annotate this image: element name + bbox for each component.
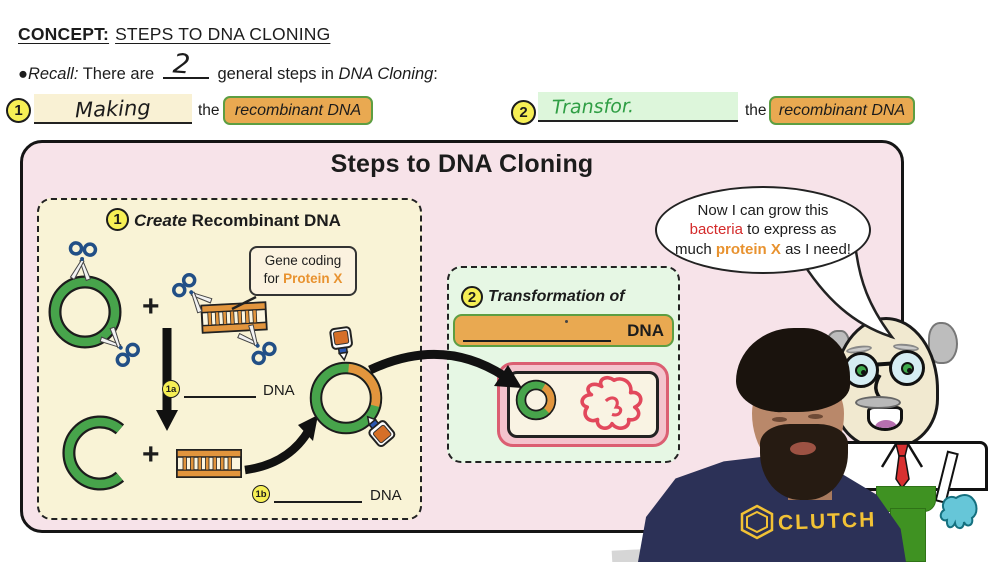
scissors-icon (66, 240, 98, 283)
arrow-down-icon (156, 328, 178, 431)
scientist-eye-left (855, 364, 868, 377)
stray-pen-dot (565, 320, 568, 323)
create-panel-heading: Create Recombinant DNA (134, 211, 341, 231)
plus-sign: + (142, 290, 160, 323)
recall-before: There are (82, 65, 155, 83)
presenter-beard (760, 424, 848, 500)
transformation-heading: Transformation of (488, 288, 625, 305)
recall-after: general steps in (217, 65, 334, 83)
fill-step-2: 2 Transfor. the recombinant DNA (511, 92, 921, 128)
bubble-line1: Now I can grow this (697, 201, 829, 219)
create-word: Create (134, 211, 187, 230)
label-1b-badge: 1b (252, 485, 270, 503)
label-1a-blank (184, 380, 256, 398)
scientist-mouth (867, 406, 903, 431)
recall-line: ●Recall: There are 2 general steps in DN… (18, 48, 438, 84)
glue-bottle-icon (328, 325, 356, 363)
step-2-recombinant-tag: recombinant DNA (769, 96, 915, 125)
scientist-pants (876, 486, 936, 512)
scientist-glove-hand (939, 494, 978, 530)
scientist-glasses-right (889, 350, 925, 386)
transformation-badge: 2 (461, 286, 483, 308)
step-1-recombinant-tag: recombinant DNA (223, 96, 373, 125)
bubble-line2: bacteria to express as (689, 221, 837, 239)
step-1-blank: Making (34, 94, 192, 124)
step-1-handwriting: Making (74, 95, 152, 123)
panel-title: Steps to DNA Cloning (330, 150, 594, 178)
label-1b-blank (274, 485, 362, 503)
concept-title: STEPS TO DNA CLONING (115, 24, 331, 44)
concept-heading: CONCEPT:STEPS TO DNA CLONING (18, 24, 330, 45)
plus-sign: + (142, 438, 160, 471)
chromosome-icon (580, 375, 643, 430)
step-2-badge: 2 (511, 100, 536, 125)
recall-topic: DNA Cloning (338, 65, 434, 83)
concept-label: CONCEPT: (18, 24, 110, 44)
fill-step-1: 1 Making the recombinant DNA (6, 94, 386, 128)
dna-fragment-icon (176, 449, 242, 478)
scientist-mustache (855, 396, 901, 409)
presenter-person: CLUTCH (638, 328, 908, 562)
presenter-eye-left (772, 417, 787, 422)
step-1-badge: 1 (6, 98, 31, 123)
scientist-eye-right (901, 362, 914, 375)
cell-plasmid-icon (515, 379, 557, 421)
speech-bubble-tail (795, 249, 896, 340)
transformation-arrow-icon (368, 349, 522, 388)
presenter-hair (736, 328, 850, 412)
coat-lapels-and-tie (880, 443, 924, 490)
bullet: ● (18, 65, 28, 83)
recall-blank: 2 (162, 48, 209, 81)
scientist-character (818, 310, 1000, 562)
presenter-eye-right (808, 414, 823, 419)
protein-x-word: protein X (715, 240, 781, 258)
plasmid-icon (48, 275, 122, 349)
recombinant-plasmid-icon (309, 361, 383, 435)
label-1a-dna: DNA (263, 382, 295, 399)
scientist-hair-right (928, 322, 958, 364)
clutch-logo-hexagon-icon (740, 504, 774, 540)
gene-callout: Gene coding for Protein X (249, 246, 357, 296)
transformation-dna: DNA (627, 321, 664, 340)
create-rest: Recombinant DNA (191, 211, 341, 230)
transformation-blank (463, 322, 611, 342)
label-1a-badge: 1a (162, 380, 180, 398)
cut-plasmid-icon (62, 415, 125, 491)
step-2-blank: Transfor. (538, 92, 738, 122)
create-recombinant-diagram (48, 240, 397, 491)
step-1-connector: the (198, 102, 220, 119)
curved-arrow-icon (244, 415, 318, 475)
protein-x-label: Protein X (283, 271, 343, 287)
bacteria-word: bacteria (689, 221, 743, 239)
gene-callout-line2: for Protein X (263, 271, 343, 287)
recall-colon: : (433, 65, 438, 83)
transformation-blank-box: DNA (453, 314, 674, 347)
bubble-line3: much protein X as I need! (675, 240, 851, 258)
clutch-logo-text: CLUTCH (777, 508, 877, 535)
create-panel-badge: 1 (106, 208, 129, 231)
recall-label: Recall: (27, 65, 79, 83)
handwritten-two: 2 (171, 48, 192, 81)
step-2-connector: the (745, 102, 767, 119)
gene-callout-line1: Gene coding (264, 253, 342, 268)
callout-pointer (231, 295, 257, 311)
label-1b-dna: DNA (370, 487, 402, 504)
speech-bubble: Now I can grow this bacteria to express … (655, 186, 871, 274)
step-2-handwriting: Transfor. (551, 95, 635, 119)
